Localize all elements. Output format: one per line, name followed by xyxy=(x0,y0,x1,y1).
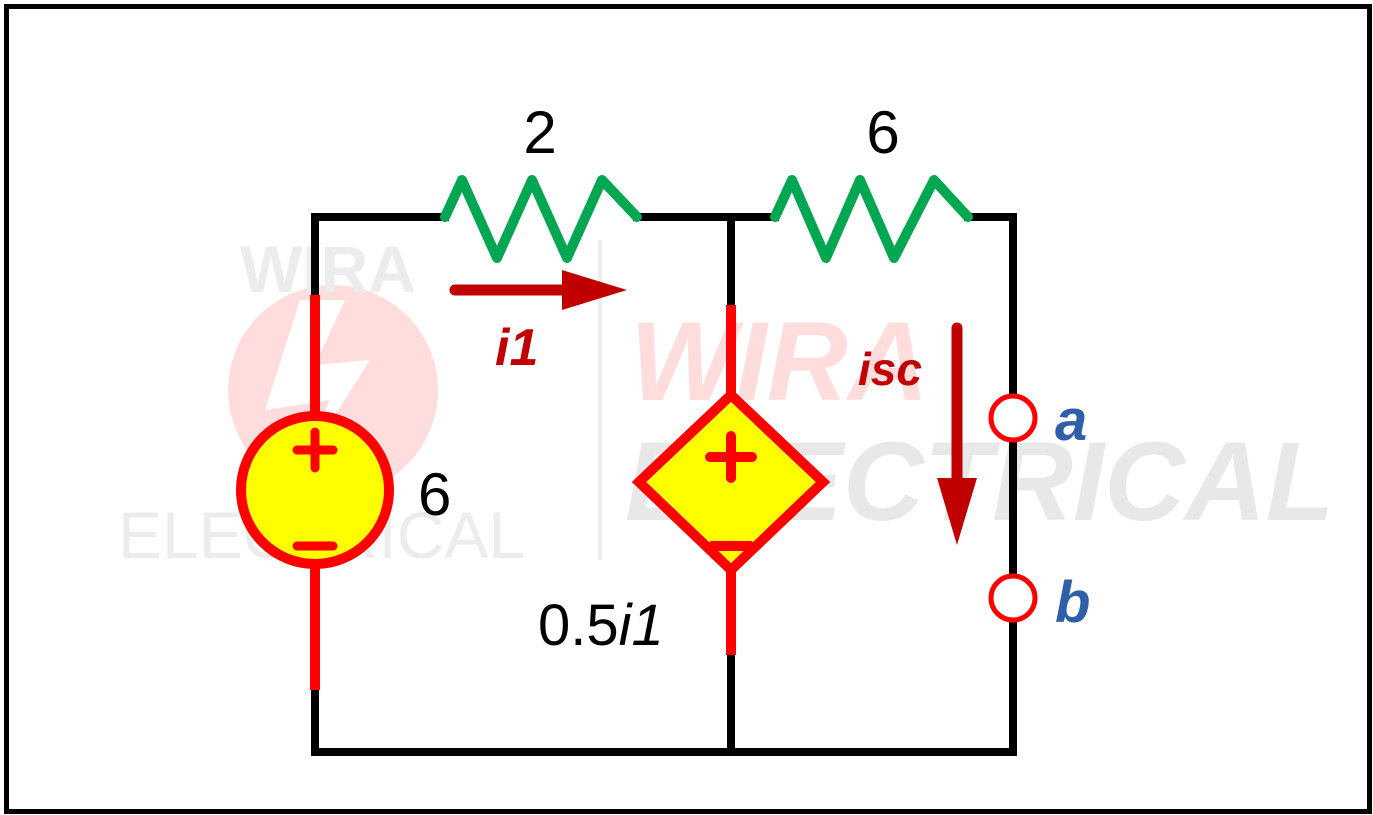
wire-top-left xyxy=(311,213,449,299)
plus-icon xyxy=(705,431,757,483)
wire-bottom xyxy=(311,618,1017,756)
current-isc-label: isc xyxy=(858,343,922,395)
wire-right-top xyxy=(964,213,1017,399)
plus-icon xyxy=(292,427,338,473)
resistor-6-label: 6 xyxy=(866,99,899,166)
dependent-source xyxy=(631,305,831,655)
terminal-a-label: a xyxy=(1055,388,1087,453)
voltage-source-label: 6 xyxy=(418,461,451,528)
watermark-small-top: WIRA xyxy=(240,232,416,306)
dependent-source-label: 0.5i1 xyxy=(538,593,664,658)
terminal-a xyxy=(988,393,1038,443)
current-i1-arrow xyxy=(449,270,627,310)
terminal-b-label: b xyxy=(1055,570,1090,635)
diagram-frame xyxy=(4,4,1372,814)
watermark-large-top: WIRA xyxy=(630,299,929,424)
resistor-6 xyxy=(770,175,973,263)
current-isc-arrow xyxy=(937,322,977,545)
resistor-2 xyxy=(440,175,642,263)
voltage-source xyxy=(236,295,394,690)
current-i1-label: i1 xyxy=(495,319,538,377)
resistor-2-label: 2 xyxy=(523,99,556,166)
wires xyxy=(311,213,1017,756)
terminal-b xyxy=(988,573,1038,623)
